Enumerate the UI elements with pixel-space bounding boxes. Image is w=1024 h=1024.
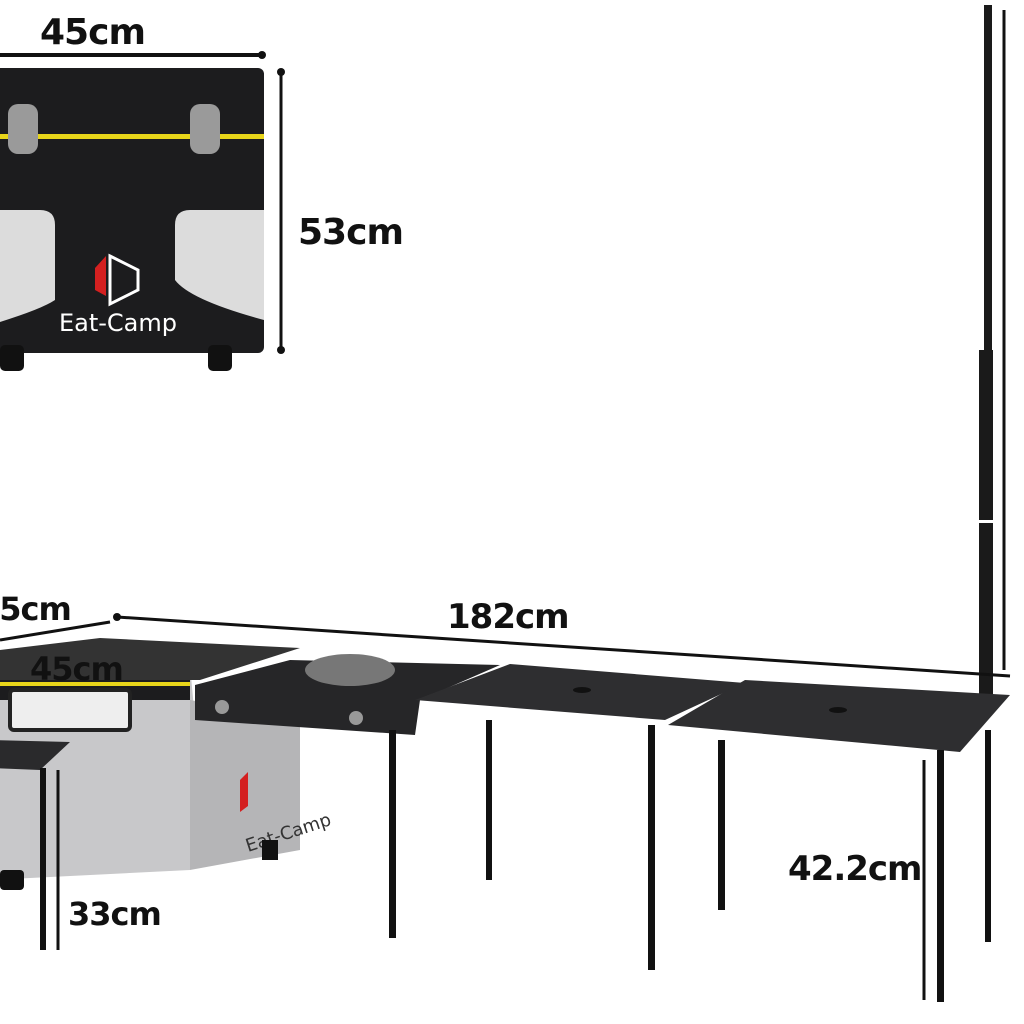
table-panel-1: [415, 664, 745, 970]
length-dimension-line: [116, 615, 1011, 678]
shelf-height-label: 33cm: [68, 895, 161, 933]
side-shelf: [0, 740, 70, 950]
table-panel-2: [668, 680, 1010, 1002]
box-height-label: 53cm: [298, 212, 403, 253]
total-length-label: 182cm: [447, 597, 569, 637]
stove-module: [195, 654, 500, 938]
table-height-label: 42.2cm: [788, 849, 921, 889]
open-kitchen-box: Eat-Camp: [0, 638, 334, 890]
box-depth-label: 35cm: [0, 590, 71, 628]
brand-logo: [95, 253, 140, 307]
box-width-label: 45cm: [40, 12, 145, 53]
closed-kitchen-box: Eat-Camp: [0, 68, 264, 371]
box-width-label-2: 45cm: [30, 650, 123, 688]
depth-dimension-line: [0, 620, 111, 642]
light-pole: [979, 5, 1006, 698]
brand-label: Eat-Camp: [59, 309, 177, 337]
